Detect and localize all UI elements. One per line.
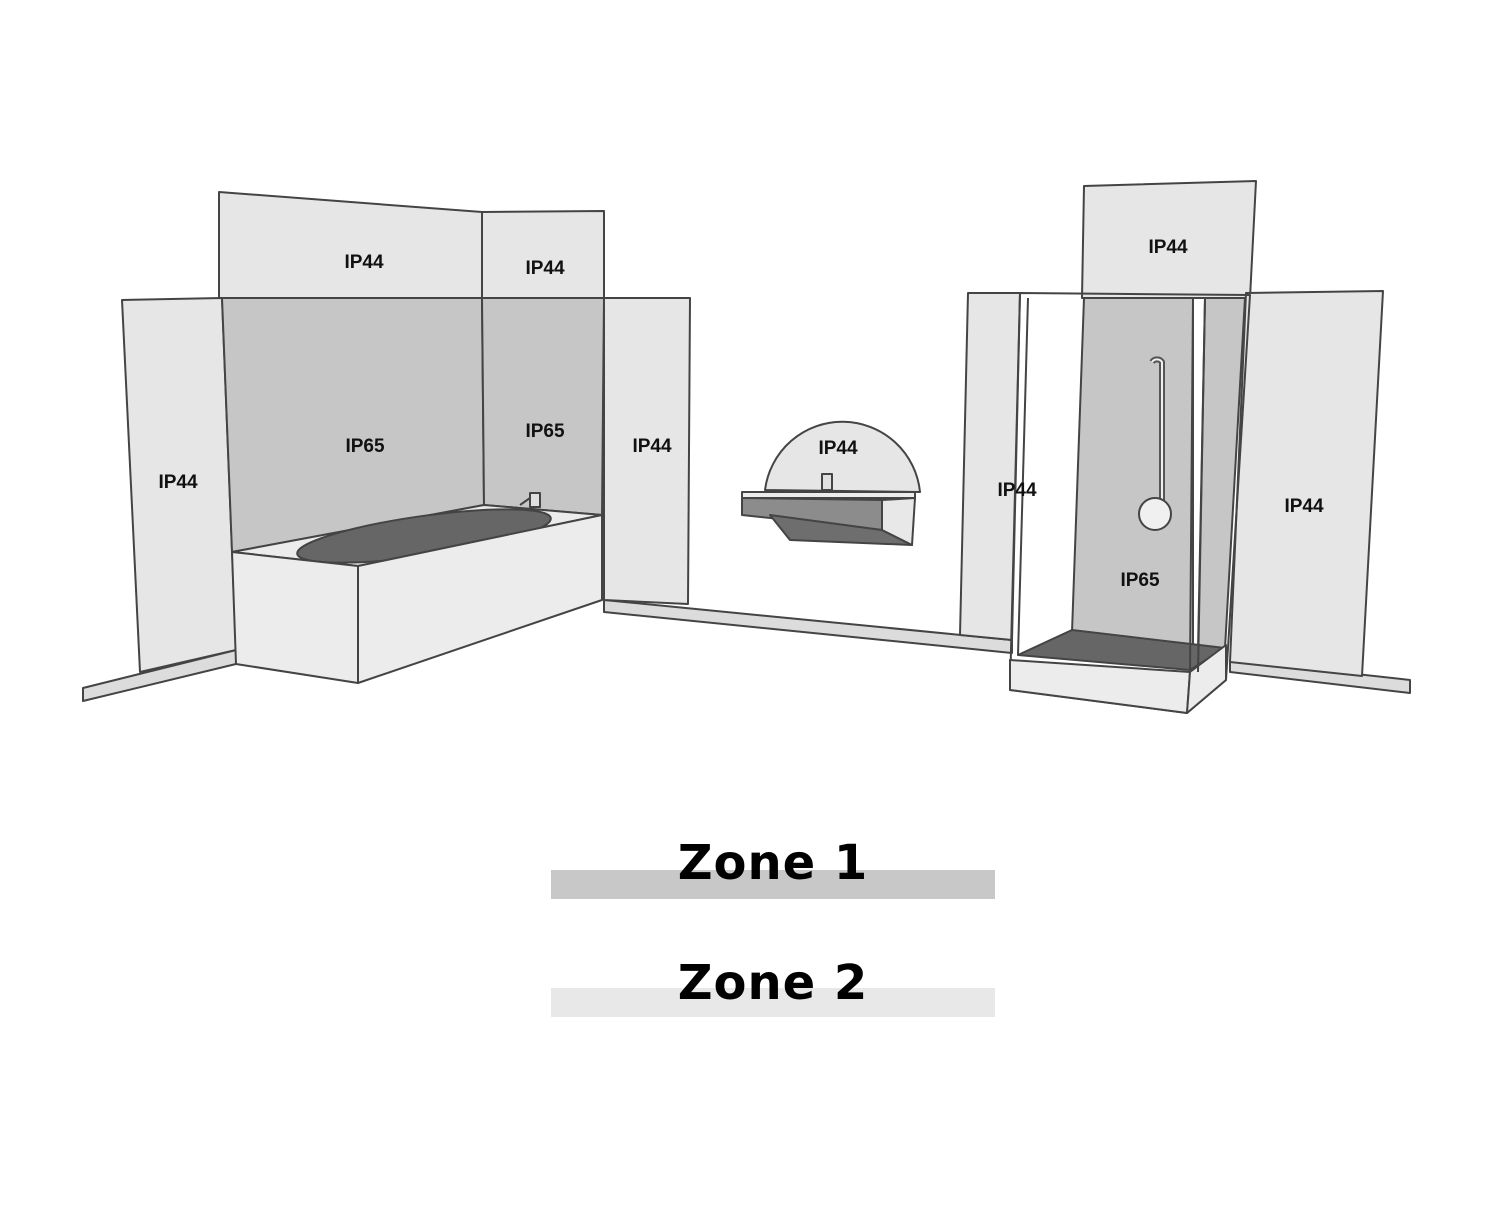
sink-side (881, 497, 916, 546)
legend-zone2: Zone 2 (551, 955, 995, 1017)
sink-top (741, 491, 916, 499)
bathtub-front (231, 551, 359, 684)
bath-right-wall-zone1 (481, 297, 605, 516)
shower-right-panel (1229, 290, 1384, 677)
label-bath-back-wall: IP65 (345, 436, 385, 457)
legend-zone1-swatch (551, 870, 995, 899)
label-bath-left-wall: IP44 (158, 472, 198, 493)
shower-rail-inner (1151, 358, 1163, 500)
shower-left-panel (959, 292, 1021, 641)
shower-back-zone1 (1071, 297, 1194, 649)
label-bath-far-right: IP44 (632, 436, 672, 457)
sink-tap-icon (821, 473, 833, 491)
label-bath-right-wall: IP65 (525, 421, 565, 442)
floor-skirting-middle (603, 599, 1013, 654)
shower-head-icon (1138, 497, 1172, 531)
bathtub-side (357, 514, 603, 684)
label-shower-top: IP44 (1148, 237, 1188, 258)
shower-frame-post (1017, 297, 1029, 656)
shower-base-side (1186, 644, 1227, 714)
sink-zone-dome (764, 420, 921, 493)
label-bath-upper-right: IP44 (525, 258, 565, 279)
legend-zone1: Zone 1 (551, 835, 995, 899)
legend-zone2-label: Zone 2 (677, 955, 869, 1011)
label-shower-inside: IP65 (1120, 570, 1160, 591)
bath-tap-icon (529, 492, 541, 508)
bath-far-right-panel (603, 297, 691, 605)
bath-spout-icon (519, 497, 531, 506)
label-shower-left: IP44 (997, 480, 1037, 501)
legend-zone2-swatch (551, 988, 995, 1017)
label-shower-right: IP44 (1284, 496, 1324, 517)
shower-frame-post (1189, 297, 1194, 673)
bath-upper-back-panel (218, 191, 483, 299)
bath-upper-right-panel (481, 210, 605, 299)
label-sink-zone: IP44 (818, 438, 858, 459)
shower-frame-post (1197, 297, 1206, 673)
legend-zone1-label: Zone 1 (677, 835, 869, 891)
label-bath-upper-back: IP44 (344, 252, 384, 273)
